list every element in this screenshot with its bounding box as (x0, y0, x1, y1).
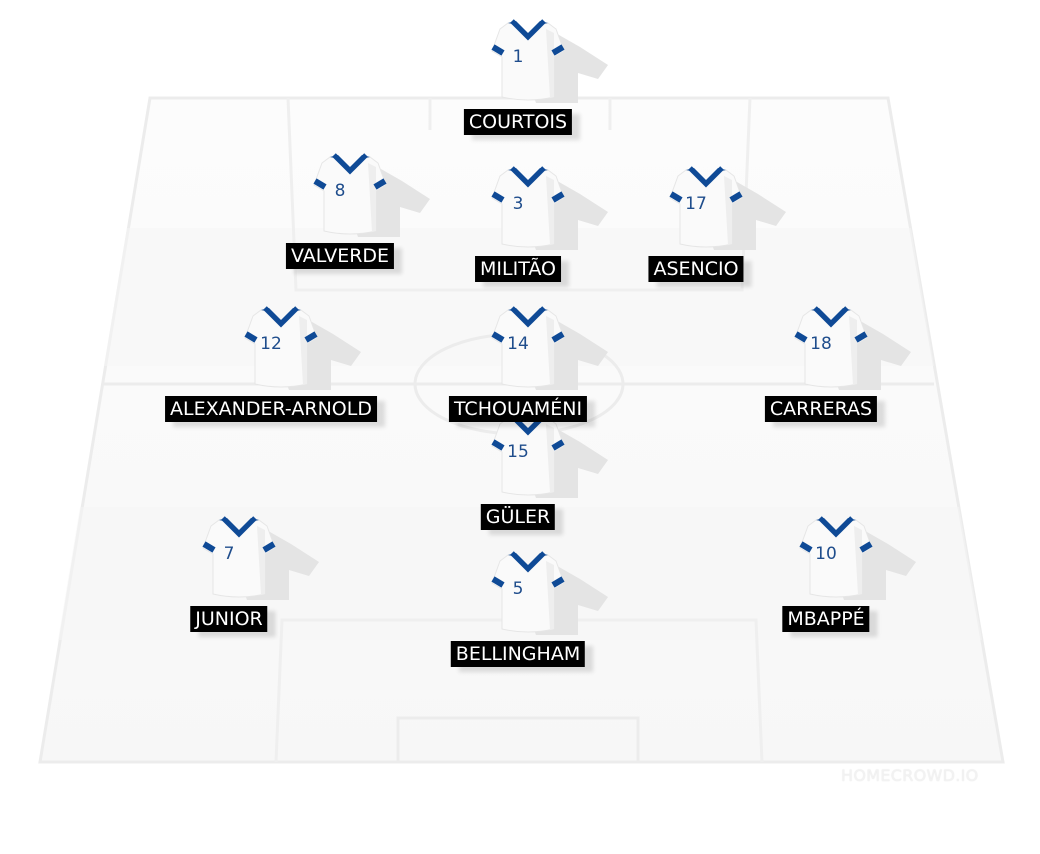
player-name-label: MBAPPÉ (782, 606, 870, 632)
player-name-label: ASENCIO (648, 256, 744, 282)
player-number: 15 (507, 442, 529, 462)
player-number: 18 (810, 334, 832, 354)
player-number: 14 (507, 334, 529, 354)
player-number: 17 (685, 194, 707, 214)
player-name-label: ALEXANDER-ARNOLD (165, 396, 377, 422)
player-number: 12 (260, 334, 282, 354)
player-number: 1 (512, 47, 524, 67)
watermark-logo: HOMECROWD.IO (841, 766, 979, 785)
player-number: 3 (512, 194, 524, 214)
player-name-label: TCHOUAMÉNI (448, 396, 588, 422)
player-number: 10 (815, 544, 837, 564)
player-name-label: CARRERAS (764, 396, 878, 422)
player-number: 5 (512, 579, 524, 599)
player-name-label: JUNIOR (190, 606, 268, 632)
player-name-label: BELLINGHAM (450, 641, 586, 667)
player-name-label: COURTOIS (463, 109, 573, 135)
player-name-label: VALVERDE (285, 243, 395, 269)
player-name-label: MILITÃO (475, 256, 561, 282)
player-number: 8 (334, 181, 346, 201)
player-number: 7 (223, 544, 235, 564)
player-name-label: GÜLER (480, 504, 556, 530)
